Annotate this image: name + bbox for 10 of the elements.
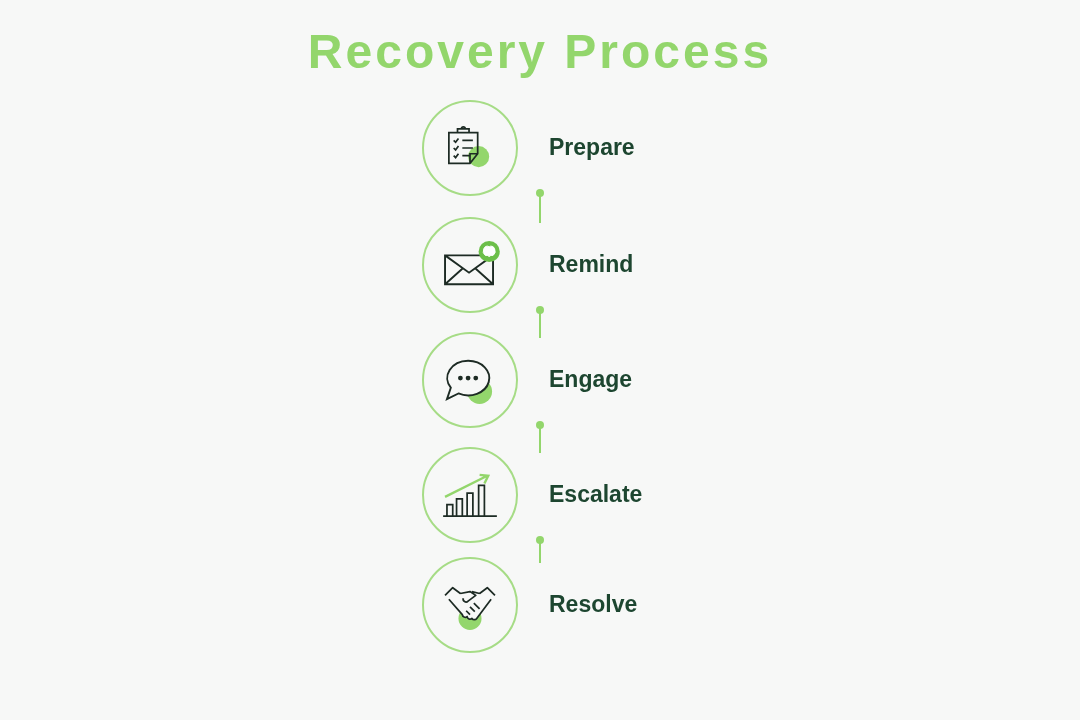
step-label: Engage	[549, 365, 633, 394]
title: Recovery Process	[306, 24, 774, 80]
step-label: Prepare	[549, 133, 635, 162]
connector-line	[536, 189, 544, 224]
step-label: Escalate	[549, 480, 643, 509]
step-label: Resolve	[549, 590, 638, 619]
connector-line	[536, 421, 544, 454]
step-label: Remind	[549, 250, 634, 279]
connector-line	[536, 306, 544, 339]
connector-line	[536, 536, 544, 564]
